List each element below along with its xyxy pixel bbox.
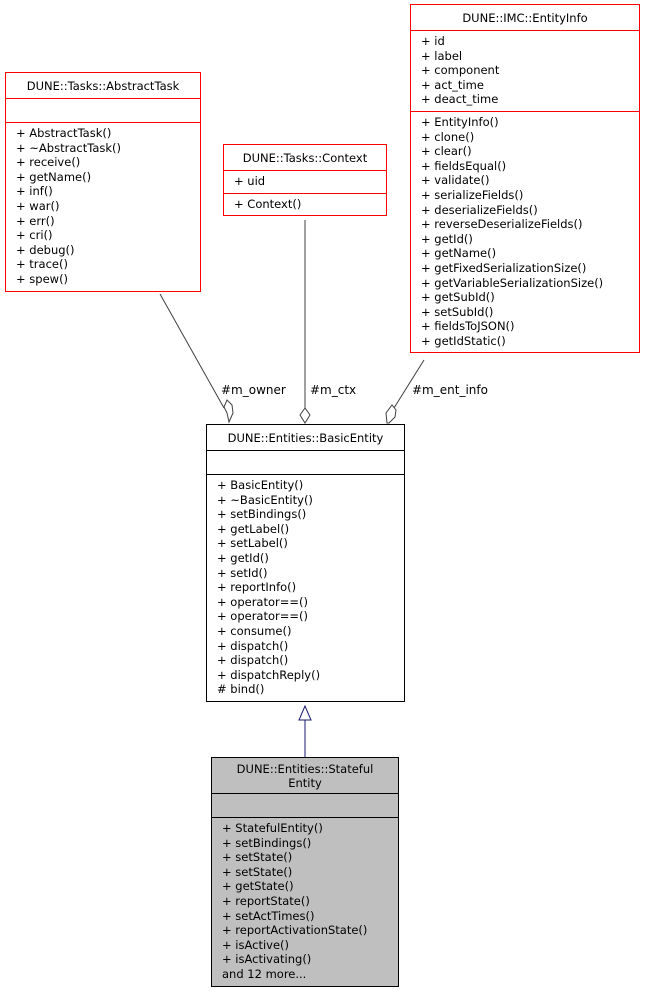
context-methods-section: + Context()	[224, 192, 386, 216]
method-row: + trace()	[16, 257, 68, 272]
method-row: + operator==()	[217, 594, 308, 609]
method-row: + getIdStatic()	[421, 333, 506, 348]
basic-entity-class-box[interactable]: DUNE::Entities::BasicEntity + BasicEntit…	[206, 424, 405, 702]
abstract-task-class-box[interactable]: DUNE::Tasks::AbstractTask + AbstractTask…	[5, 72, 201, 292]
stateful-entity-title-line-1: DUNE::Entities::Stateful	[236, 762, 374, 776]
owner-association-edge	[159, 293, 225, 409]
method-row: + setBindings()	[222, 835, 312, 850]
entity-info-methods-section: + EntityInfo() + clone() + clear() + fie…	[411, 110, 639, 353]
owner-edge-label: #m_owner	[221, 383, 286, 397]
stateful-entity-class-title: DUNE::Entities::Stateful Entity	[212, 758, 398, 793]
stateful-entity-class-box[interactable]: DUNE::Entities::Stateful Entity + Statef…	[211, 757, 399, 987]
method-row: + inf()	[16, 184, 53, 199]
method-row: + getState()	[222, 879, 294, 894]
method-row: + receive()	[16, 155, 81, 170]
method-row: + isActive()	[222, 937, 290, 952]
method-row: + getFixedSerializationSize()	[421, 260, 587, 275]
ent-info-association-edge	[393, 359, 425, 409]
method-row: + setState()	[222, 850, 293, 865]
attribute-row: + act_time	[421, 77, 484, 92]
method-row: + reportInfo()	[217, 580, 297, 595]
attribute-row: + deact_time	[421, 92, 499, 107]
method-row: + reportState()	[222, 893, 310, 908]
basic-entity-class-title: DUNE::Entities::BasicEntity	[227, 431, 384, 445]
method-row: + getSubId()	[421, 290, 495, 305]
method-row: # bind()	[217, 682, 265, 697]
owner-aggregation-diamond-icon	[223, 399, 234, 424]
entity-info-attributes-section: + id + label + component + act_time + de…	[411, 30, 639, 111]
context-class-box[interactable]: DUNE::Tasks::Context + uid + Context()	[223, 144, 387, 217]
method-row: + setLabel()	[217, 536, 288, 551]
attribute-row: + id	[421, 34, 445, 48]
method-row: + setActTimes()	[222, 908, 315, 923]
method-row: + BasicEntity()	[217, 478, 304, 492]
method-row: + ~BasicEntity()	[217, 492, 313, 507]
method-row: + AbstractTask()	[16, 126, 112, 140]
method-row: + validate()	[421, 173, 490, 188]
method-row: + EntityInfo()	[421, 114, 499, 129]
abstract-task-methods-section: + AbstractTask() + ~AbstractTask() + rec…	[6, 122, 200, 291]
method-row: + cri()	[16, 228, 53, 243]
method-row: + getLabel()	[217, 521, 290, 536]
method-row: + getId()	[421, 231, 473, 246]
method-row: + setId()	[217, 565, 268, 580]
method-row: + deserializeFields()	[421, 202, 538, 217]
method-row: + setSubId()	[421, 304, 494, 319]
ent-info-edge-label: #m_ent_info	[412, 383, 488, 397]
method-row: + clear()	[421, 144, 472, 159]
method-row: + Context()	[234, 196, 302, 211]
method-row: + fieldsToJSON()	[421, 319, 515, 334]
stateful-entity-title-line-2: Entity	[288, 776, 322, 790]
method-row: + getVariableSerializationSize()	[421, 275, 604, 290]
method-row: + reverseDeserializeFields()	[421, 217, 583, 232]
attribute-row: + component	[421, 63, 500, 78]
method-row: + getName()	[421, 246, 497, 261]
stateful-entity-methods-section: + StatefulEntity() + setBindings() + set…	[212, 817, 398, 986]
method-row: + reportActivationState()	[222, 923, 368, 938]
stateful-entity-attributes-section	[212, 793, 398, 817]
method-row: + spew()	[16, 271, 69, 286]
entity-info-class-title: DUNE::IMC::EntityInfo	[462, 11, 588, 25]
ctx-aggregation-diamond-icon	[299, 407, 311, 424]
ctx-edge-label: #m_ctx	[310, 383, 357, 397]
basic-entity-attributes-section	[207, 450, 404, 474]
method-row: + consume()	[217, 623, 292, 638]
abstract-task-attributes-section	[6, 98, 200, 122]
context-class-title: DUNE::Tasks::Context	[242, 151, 368, 165]
method-row: + getId()	[217, 550, 269, 565]
method-row: + dispatch()	[217, 653, 289, 668]
method-row: + dispatch()	[217, 638, 289, 653]
entity-info-class-box[interactable]: DUNE::IMC::EntityInfo + id + label + com…	[410, 4, 640, 354]
method-row: + serializeFields()	[421, 187, 524, 202]
method-row: + isActivating()	[222, 952, 312, 967]
method-row: + ~AbstractTask()	[16, 140, 121, 155]
method-row: + debug()	[16, 242, 75, 257]
method-row: + StatefulEntity()	[222, 821, 323, 835]
context-attributes-section: + uid	[224, 170, 386, 193]
method-row: + war()	[16, 198, 60, 213]
ent-info-aggregation-diamond-icon	[385, 404, 397, 424]
method-row: + dispatchReply()	[217, 667, 321, 682]
abstract-task-class-title: DUNE::Tasks::AbstractTask	[26, 79, 180, 93]
method-row: + operator==()	[217, 609, 308, 624]
method-row: + setState()	[222, 864, 293, 879]
method-row: + fieldsEqual()	[421, 158, 507, 173]
method-row: + setBindings()	[217, 507, 307, 522]
attribute-row: + label	[421, 48, 463, 63]
basic-entity-methods-section: + BasicEntity() + ~BasicEntity() + setBi…	[207, 474, 404, 701]
method-row: + getName()	[16, 169, 92, 184]
method-row: + err()	[16, 213, 55, 228]
method-row: + clone()	[421, 129, 475, 144]
more-methods-link[interactable]: and 12 more...	[222, 966, 307, 981]
inheritance-arrowhead-icon	[298, 704, 312, 721]
attribute-row: + uid	[234, 174, 266, 188]
